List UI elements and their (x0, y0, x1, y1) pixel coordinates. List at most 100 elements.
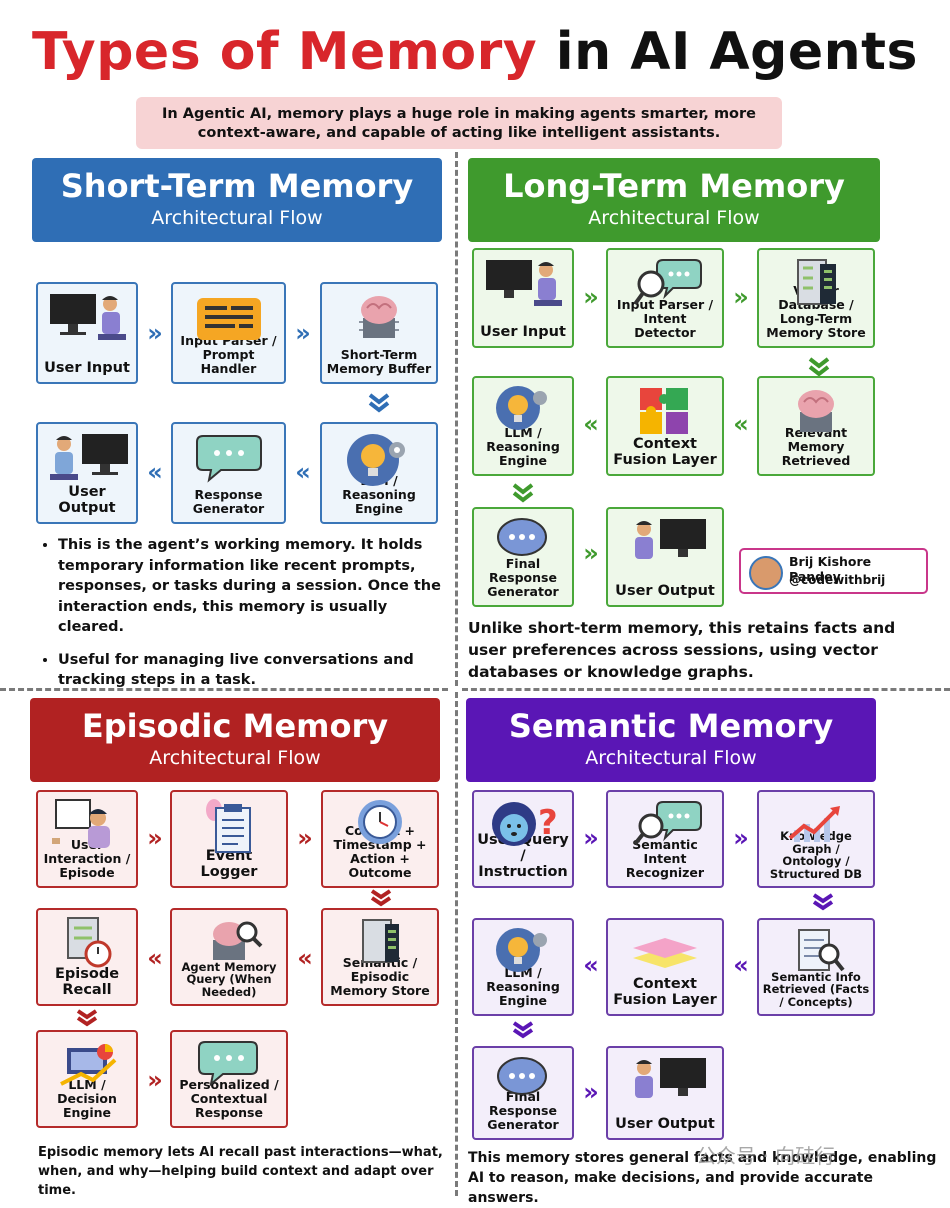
long-term-description: Unlike short-term memory, this retains f… (468, 619, 896, 681)
arrow-right-icon: » (733, 283, 749, 311)
arrow-left-icon: « (147, 944, 163, 972)
node-context-fusion: Context Fusion Layer (606, 376, 724, 476)
node-llm-decision: LLM / Decision Engine (36, 1030, 138, 1128)
node-intent-detector: Input Parser / Intent Detector (606, 248, 724, 348)
arrow-down-icon (508, 482, 538, 509)
short-term-title: Short-Term Memory (60, 167, 414, 205)
arrow-right-icon: » (295, 319, 311, 347)
node-user-input: User Input (472, 248, 574, 348)
node-relevant-memory: Relevant Memory Retrieved (757, 376, 875, 476)
server-database-icon (759, 256, 873, 310)
puzzle-icon (608, 384, 722, 438)
horizontal-divider-left (0, 688, 448, 691)
node-label: Semantic Intent Recognizer (625, 837, 705, 880)
node-label: LLM / Decision Engine (57, 1077, 117, 1120)
brain-chip-icon (759, 384, 873, 440)
long-term-header: Long-Term Memory Architectural Flow (468, 158, 880, 242)
node-label: User Output (615, 1116, 715, 1132)
arrow-left-icon: « (297, 944, 313, 972)
layers-icon (608, 926, 722, 976)
node-short-term-buffer: Short-Term Memory Buffer (320, 282, 438, 384)
arrow-right-icon: » (583, 539, 599, 567)
clock-gear-icon (323, 798, 437, 850)
node-label: Context Fusion Layer (613, 976, 717, 1008)
node-label: User Output (58, 484, 116, 516)
semantic-header: Semantic Memory Architectural Flow (466, 698, 876, 782)
arrow-left-icon: « (147, 458, 163, 486)
long-term-subtitle: Architectural Flow (588, 207, 760, 229)
server-clock-icon (38, 916, 136, 970)
node-final-response: Final Response Generator (472, 507, 574, 607)
person-speech-icon (38, 798, 136, 850)
node-knowledge-graph: Knowledge Graph / Ontology / Structured … (757, 790, 875, 888)
semantic-title: Semantic Memory (508, 707, 834, 745)
arrow-right-icon: » (147, 824, 163, 852)
episodic-subtitle: Architectural Flow (149, 747, 321, 769)
node-label: Response Generator (192, 487, 265, 516)
arrow-right-icon: » (583, 824, 599, 852)
author-handle: @codewithbrij (789, 573, 886, 587)
arrow-down-icon (804, 356, 834, 383)
node-user-interaction: User Interaction / Episode (36, 790, 138, 888)
document-lines-icon (173, 290, 284, 346)
lightbulb-gear-icon (474, 926, 572, 976)
chat-bubble-icon (172, 1038, 286, 1088)
arrow-right-icon: » (583, 283, 599, 311)
node-response-generator: Response Generator (171, 422, 286, 524)
semantic-description: This memory stores general facts and kno… (468, 1150, 937, 1206)
author-name: Brij Kishore Pandey (789, 554, 872, 584)
node-label: User Output (615, 583, 715, 599)
brain-chip-icon (322, 290, 436, 346)
arrow-right-icon: » (147, 1066, 163, 1094)
avatar (749, 556, 783, 590)
server-database-icon (323, 916, 437, 968)
episodic-header: Episodic Memory Architectural Flow (30, 698, 440, 782)
node-label: User Input (480, 324, 566, 340)
bullet-item: This is the agent’s working memory. It h… (58, 535, 448, 638)
node-user-output: User Output (36, 422, 138, 524)
document-search-icon (759, 926, 873, 980)
vertical-divider-bottom (455, 692, 458, 1196)
magnifier-chat-icon (608, 256, 722, 312)
node-user-output: User Output (606, 507, 724, 607)
node-label: Context Fusion Layer (613, 436, 717, 468)
arrow-down-icon (366, 888, 396, 913)
computer-user-icon (38, 290, 136, 346)
node-label: Agent Memory Query (When Needed) (181, 959, 277, 999)
node-label: User Input (44, 360, 130, 376)
node-label: Short-Term Memory Buffer (326, 347, 432, 376)
short-term-subtitle: Architectural Flow (151, 207, 323, 229)
computer-user-icon (608, 1054, 722, 1110)
chat-bubble-icon (474, 1054, 572, 1104)
watermark: 公众号 · 向硅行 (696, 1144, 836, 1168)
arrow-down-icon (808, 892, 838, 917)
node-label: Semantic Info Retrieved (Facts / Concept… (762, 969, 870, 1009)
node-label: Input Parser / Intent Detector (616, 297, 714, 340)
episodic-description: Episodic memory lets AI recall past inte… (38, 1145, 443, 1198)
node-llm-reasoning: LLM / Reasoning Engine (472, 376, 574, 476)
arrow-left-icon: « (295, 458, 311, 486)
node-intent-recognizer: Semantic Intent Recognizer (606, 790, 724, 888)
bullet-item: Useful for managing live conversations a… (58, 650, 448, 691)
node-memory-store: Semantic / Episodic Memory Store (321, 908, 439, 1006)
short-term-header: Short-Term Memory Architectural Flow (32, 158, 442, 242)
node-user-query: ? User Query / Instruction (472, 790, 574, 888)
chat-bubble-icon (173, 430, 284, 486)
node-memory-query: Agent Memory Query (When Needed) (170, 908, 288, 1006)
svg-text:?: ? (538, 803, 558, 843)
arrow-left-icon: « (733, 951, 749, 979)
arrow-right-icon: » (297, 824, 313, 852)
node-llm-reasoning: LLM / Reasoning Engine (320, 422, 438, 524)
arrow-right-icon: » (147, 319, 163, 347)
clipboard-icon (172, 798, 286, 856)
arrow-left-icon: « (583, 951, 599, 979)
trend-chart-icon (759, 798, 873, 848)
node-context-timestamp: Context + Timestamp + Action + Outcome (321, 790, 439, 888)
arrow-right-icon: » (733, 824, 749, 852)
node-event-logger: Event Logger (170, 790, 288, 888)
episodic-title: Episodic Memory (81, 707, 389, 745)
magnifier-chat-icon (608, 798, 722, 852)
computer-user-icon (38, 430, 136, 486)
arrow-left-icon: « (583, 410, 599, 438)
vertical-divider-top (455, 152, 458, 686)
